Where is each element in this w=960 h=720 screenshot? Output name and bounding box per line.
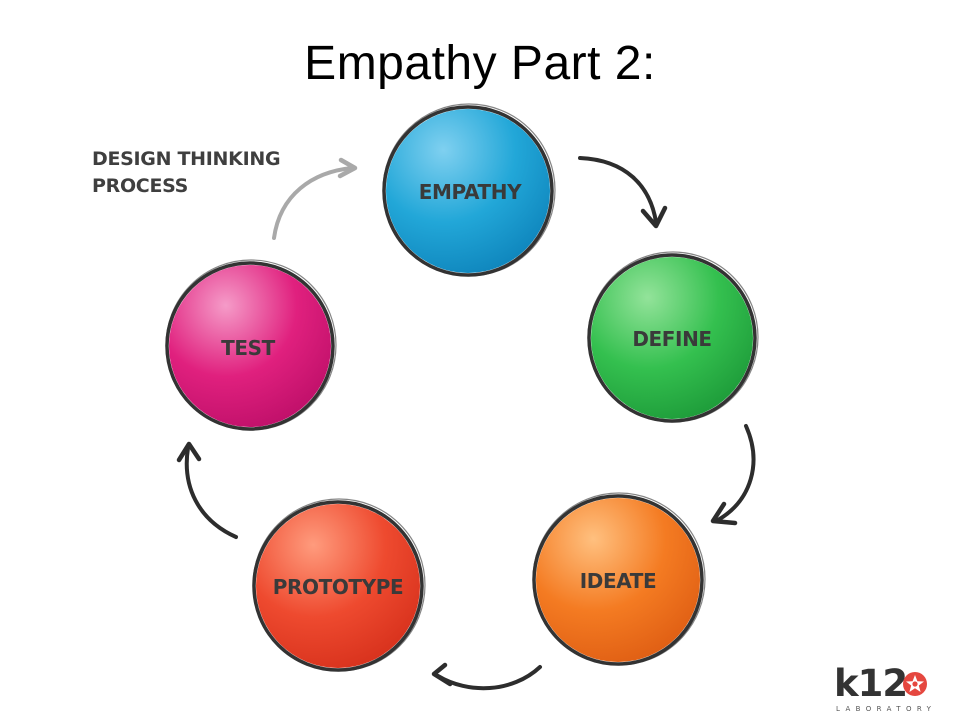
- stage-test-outline: [165, 261, 335, 431]
- stage-test: TEST: [165, 259, 337, 431]
- stage-define-outline: [587, 253, 757, 423]
- diagram-caption: DESIGN THINKING PROCESS: [92, 146, 281, 200]
- stage-empathy-circle: [386, 109, 550, 273]
- stage-test-circle: [169, 265, 331, 427]
- stage-prototype-label: PROTOTYPE: [273, 575, 404, 599]
- stage-define-label: DEFINE: [632, 327, 711, 351]
- stage-ideate-circle: [536, 498, 700, 662]
- stage-prototype-outline: [252, 500, 424, 672]
- caption-line-1: DESIGN THINKING: [92, 148, 281, 170]
- arrow-define-to-ideate: [710, 424, 756, 526]
- slide-title: Empathy Part 2:: [304, 37, 656, 90]
- stage-define-circle: [591, 257, 753, 419]
- stage-empathy-outline: [382, 105, 554, 277]
- caption-line-2: PROCESS: [92, 175, 189, 197]
- logo-star-icon: [903, 672, 927, 696]
- stage-define: DEFINE: [587, 251, 759, 423]
- k12-laboratory-logo: k12 LABORATORY: [834, 664, 944, 714]
- stage-ideate-outline: [532, 494, 704, 666]
- stage-empathy: EMPATHY: [382, 103, 556, 277]
- arrow-test-to-empathy: [272, 157, 358, 240]
- stage-ideate-label: IDEATE: [580, 569, 657, 593]
- stage-prototype: PROTOTYPE: [252, 498, 426, 672]
- logo-wordmark: k12: [834, 662, 908, 705]
- arrow-ideate-to-prototype: [431, 662, 542, 691]
- stage-ideate: IDEATE: [532, 492, 706, 666]
- stage-empathy-label: EMPATHY: [419, 180, 522, 204]
- stage-test-label: TEST: [221, 336, 276, 360]
- arrow-prototype-to-test: [176, 441, 238, 539]
- arrow-empathy-to-define: [578, 156, 668, 229]
- logo-subtitle: LABORATORY: [836, 705, 937, 713]
- stage-prototype-circle: [256, 504, 420, 668]
